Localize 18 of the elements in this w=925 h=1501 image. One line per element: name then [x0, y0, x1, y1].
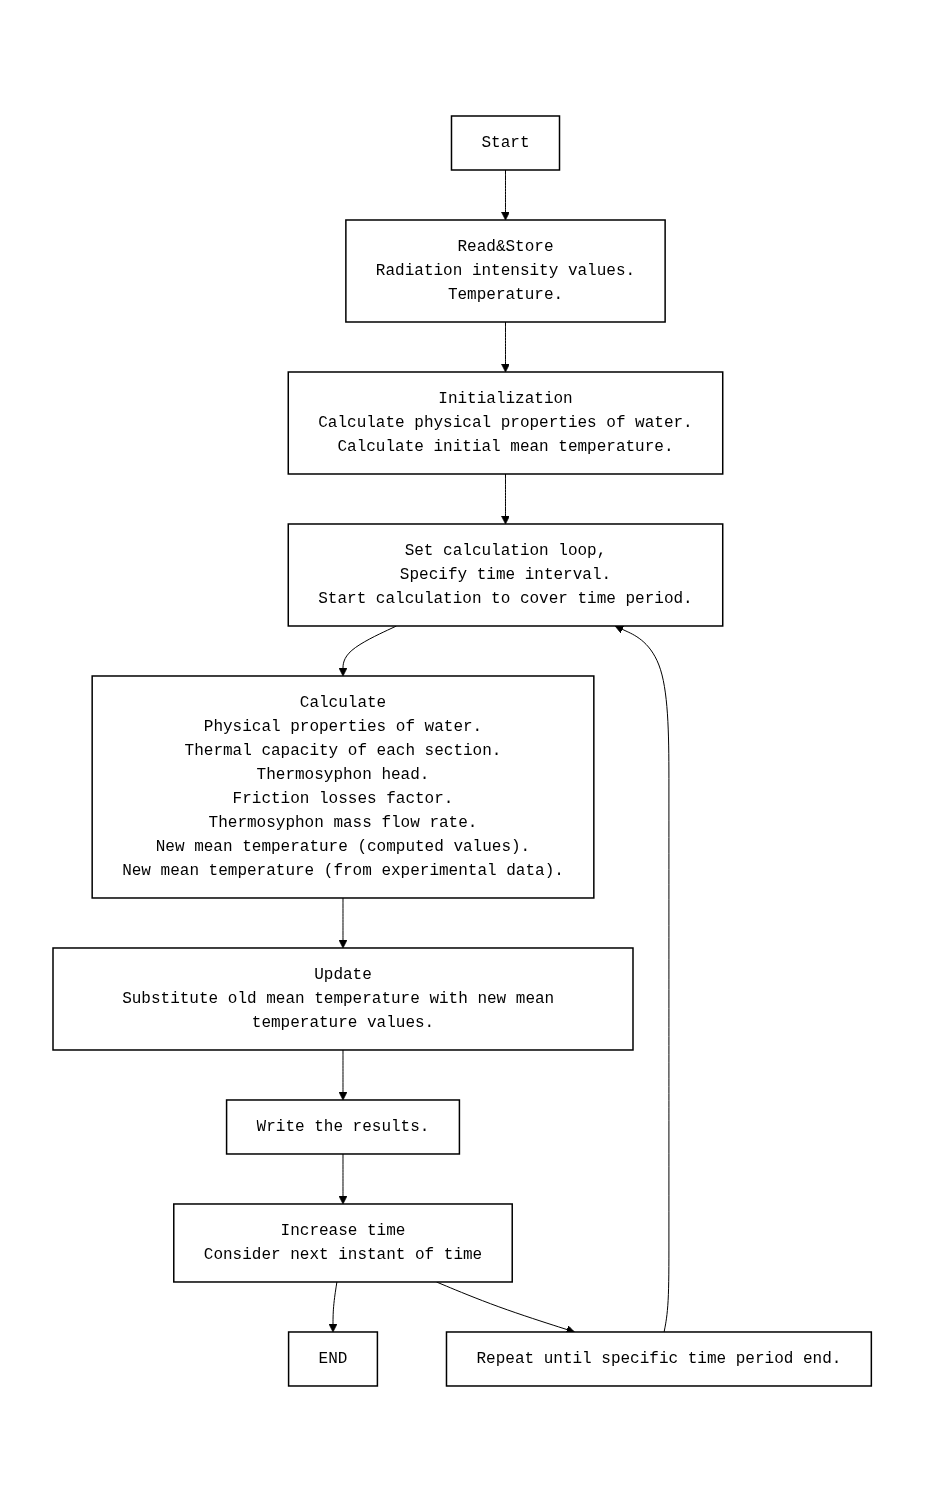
arrow: [338, 897, 348, 948]
node-box: Repeat until specific time period end.: [446, 1330, 873, 1387]
arrow: [501, 473, 511, 524]
node-box: Start: [451, 114, 561, 171]
arrow: [328, 1281, 338, 1332]
node-box: Write the results.: [226, 1098, 461, 1155]
node-box: Update Substitute old mean temperature with new mean temperature values.: [52, 946, 635, 1051]
arrow: [338, 1049, 348, 1100]
node-box: Read&Store Radiation intensity values. Temperature.: [345, 218, 667, 323]
arrow: [501, 321, 511, 372]
arrow: [615, 624, 670, 1332]
node-box: Initialization Calculate physical properties of water. Calculate initial mean temperature.: [287, 370, 724, 475]
node-box: END: [288, 1330, 379, 1387]
node-box: Calculate Physical properties of water. Thermal capacity of each section. Thermosyphon head. Friction losses factor. Thermosyphon mass flow rate. New mean temperature (computed values). New mean temperature (from experimental data).: [91, 674, 595, 899]
node-box: Set calculation loop, Specify time interval. Start calculation to cover time period.: [287, 522, 724, 627]
node-box: Increase time Consider next instant of time: [173, 1202, 514, 1283]
arrow: [338, 1153, 348, 1204]
arrow: [501, 169, 511, 220]
